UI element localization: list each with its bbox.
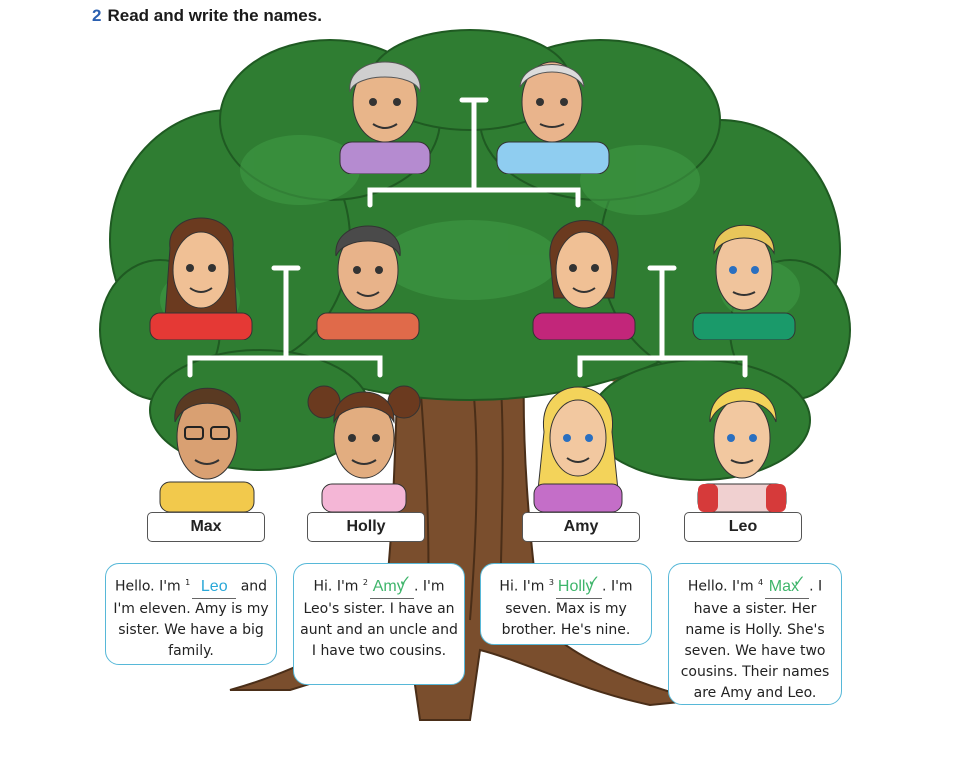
bubble-3-text: . I'm seven. Max is my brother. He's nin… (501, 578, 633, 638)
bubble-4-intro: Hello. I'm (687, 578, 754, 595)
bubble-4-text: . I have a sister. Her name is Holly. Sh… (680, 578, 830, 701)
grandfather-portrait (496, 61, 610, 174)
holly-portrait (307, 385, 421, 512)
bubble-2-text: . I'm Leo's sister. I have an aunt and a… (300, 578, 458, 659)
name-label-leo: Leo (684, 512, 802, 542)
bubble-2-intro: Hi. I'm (313, 578, 359, 595)
answer-2: Amy (372, 577, 405, 595)
uncle-portrait (692, 224, 796, 340)
grandmother-portrait (339, 61, 431, 174)
answer-1: Leo (200, 577, 228, 595)
family-connector-lines (187, 97, 748, 378)
check-mark-icon: ✓ (398, 571, 412, 590)
question-number-4: 4 (758, 578, 764, 587)
question-number-3: 3 (548, 578, 554, 587)
exercise-number: 2 (92, 6, 102, 25)
answer-4: Max (768, 577, 799, 595)
father-portrait (316, 225, 420, 340)
answer-blank-3[interactable]: Holly✓ (555, 572, 603, 599)
answer-blank-2[interactable]: Amy✓ (369, 572, 414, 599)
bubble-1-intro: Hello. I'm (114, 578, 181, 595)
name-label-holly: Holly (307, 512, 425, 542)
question-number-2: 2 (362, 578, 368, 587)
name-label-max: Max (147, 512, 265, 542)
leo-portrait (697, 387, 787, 512)
answer-3: Holly (557, 577, 594, 595)
exercise-heading: 2 Read and write the names. (92, 6, 322, 26)
exercise-title: Read and write the names. (107, 6, 322, 25)
answer-blank-1[interactable]: Leo (192, 576, 237, 599)
check-mark-icon: ✓ (587, 571, 601, 590)
bubble-3-intro: Hi. I'm (499, 578, 545, 595)
question-number-1: 1 (185, 578, 191, 587)
answer-blank-4[interactable]: Max✓ (765, 572, 810, 599)
amy-portrait (533, 386, 623, 512)
name-label-amy: Amy (522, 512, 640, 542)
mother-portrait (532, 220, 636, 340)
max-portrait (159, 387, 255, 512)
bubble-1-text: and I'm eleven. Amy is my sister. We hav… (113, 578, 269, 659)
speech-bubble-1: Hello. I'm 1 Leo and I'm eleven. Amy is m… (105, 563, 277, 665)
aunt-portrait (149, 217, 253, 340)
check-mark-icon: ✓ (792, 571, 806, 590)
